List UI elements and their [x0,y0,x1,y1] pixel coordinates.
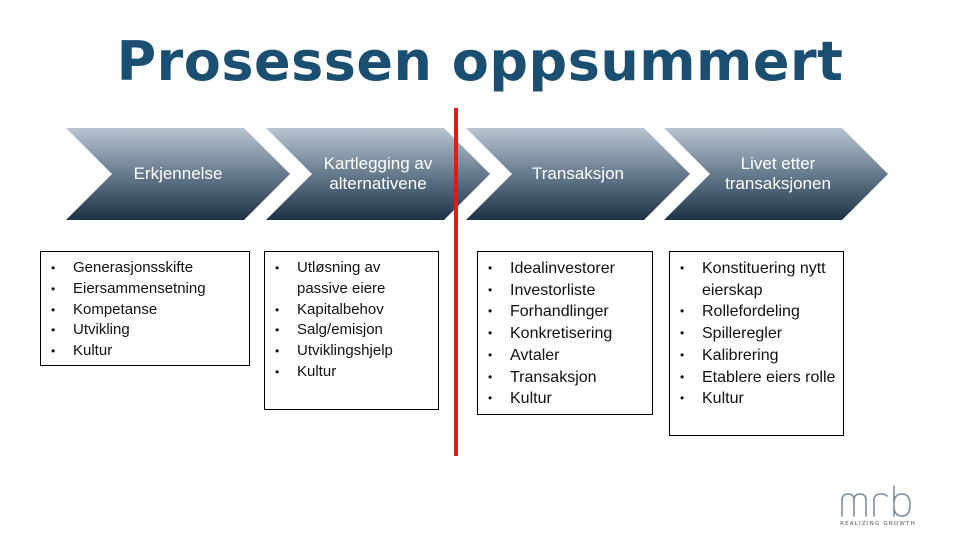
list-item: • Transaksjon [486,367,646,389]
bullet-icon: • [51,302,56,317]
step-label: Transaksjon [532,164,624,183]
list-item-text: Investorliste [510,281,596,299]
bullet-icon: • [275,344,280,359]
bullet-list: • Konstituering nytt eierskap • Rolleforde… [678,258,837,410]
bullet-icon: • [275,323,280,338]
list-item: • Forhandlinger [486,301,646,323]
list-item: • Spilleregler [678,323,837,345]
list-item-text: Transaksjon [510,368,597,386]
list-item-text: Utløsning av passive eiere [297,259,386,297]
list-item: • Idealinvestorer [486,258,646,280]
list-item: • Investorliste [486,280,646,302]
bullet-icon: • [488,326,493,341]
bullet-icon: • [680,261,685,275]
process-step-2: Kartlegging av alternativene [266,128,490,220]
bullet-icon: • [51,281,56,296]
list-item-text: Kultur [510,390,552,408]
bullet-icon: • [488,347,493,362]
bullet-icon: • [488,261,493,275]
list-item: • Kultur [486,388,646,410]
chevron-arrow-icon [66,128,290,220]
mrb-logo: REALIZING GROWTH [838,484,918,530]
list-item: • Utvikling [49,320,243,341]
list-item-text: Konkretisering [510,325,613,343]
step-label: Erkjennelse [133,164,223,183]
bullet-icon: • [488,369,493,384]
bullet-icon: • [488,282,493,297]
list-item-text: Kapitalbehov [297,300,384,318]
list-item: • Avtaler [486,345,646,367]
bullet-box-4: • Konstituering nytt eierskap • Rolleforde… [669,251,844,436]
list-item: • Eiersammensetning [49,279,243,300]
list-item-text: Kalibrering [702,346,779,364]
list-item: • Kultur [49,341,243,362]
bullet-list: • Generasjonsskifte • Eiersammensetning • K… [49,258,243,362]
list-item: • Kultur [273,362,432,383]
bullet-box-1: • Generasjonsskifte • Eiersammensetning • K… [40,251,250,366]
list-item: • Generasjonsskifte [49,258,243,279]
process-step-3: Transaksjon [466,128,690,220]
step-label: Kartlegging av alternativene [323,154,433,193]
list-item-text: Eiersammensetning [73,279,206,297]
bullet-icon: • [51,344,56,359]
list-item: • Rollefordeling [678,301,837,323]
bullet-icon: • [680,369,685,384]
bullet-list: • Idealinvestorer • Investorliste • Forhand… [486,258,646,410]
list-item: • Konkretisering [486,323,646,345]
bullet-icon: • [680,304,685,319]
list-item-text: Utviklingshjelp [297,342,393,360]
list-item-text: Spilleregler [702,325,783,343]
bullet-icon: • [680,326,685,341]
list-item: • Kapitalbehov [273,300,432,321]
list-item-text: Idealinvestorer [510,260,615,277]
process-step-1: Erkjennelse [66,128,290,220]
bullet-list: • Utløsning av passive eiere • Kapitalbeho… [273,258,432,383]
bullet-icon: • [488,304,493,319]
list-item-text: Utvikling [73,321,130,339]
bullet-icon: • [51,261,56,275]
logo-tagline: REALIZING GROWTH [840,521,916,527]
list-item: • Kalibrering [678,345,837,367]
bullet-icon: • [275,364,280,379]
mrb-logo-icon [841,485,911,517]
list-item-text: Salg/emisjon [297,321,383,339]
list-item-text: Forhandlinger [510,303,609,321]
list-item-text: Kultur [297,362,337,380]
list-item-text: Kultur [73,342,113,360]
list-item: • Etablere eiers rolle [678,367,837,389]
list-item-text: Rollefordeling [702,303,800,321]
red-divider-line [454,108,458,456]
step-label: Livet etter transaksjonen [725,154,831,193]
list-item: • Kompetanse [49,300,243,321]
bullet-box-2: • Utløsning av passive eiere • Kapitalbeho… [264,251,439,410]
list-item-text: Generasjonsskifte [73,259,194,276]
chevron-arrow-icon [466,128,690,220]
list-item: • Kultur [678,388,837,410]
list-item-text: Avtaler [510,346,560,364]
list-item: • Utviklingshjelp [273,341,432,362]
list-item: • Utløsning av passive eiere [273,258,432,300]
bullet-icon: • [275,261,280,275]
slide-title: Prosessen oppsummert [116,30,844,93]
chevron-arrow-icon [266,128,490,220]
process-step-4: Livet etter transaksjonen [664,128,888,220]
bullet-box-3: • Idealinvestorer • Investorliste • Forhand… [477,251,653,415]
list-item-text: Kompetanse [73,300,158,318]
list-item-text: Kultur [702,390,744,408]
bullet-icon: • [680,391,685,406]
bullet-icon: • [275,302,280,317]
list-item: • Salg/emisjon [273,320,432,341]
bullet-icon: • [51,323,56,338]
bullet-icon: • [680,347,685,362]
chevron-arrow-icon [664,128,888,220]
list-item: • Konstituering nytt eierskap [678,258,837,301]
list-item-text: Konstituering nytt eierskap [702,260,826,299]
list-item-text: Etablere eiers rolle [702,368,836,386]
bullet-icon: • [488,391,493,406]
